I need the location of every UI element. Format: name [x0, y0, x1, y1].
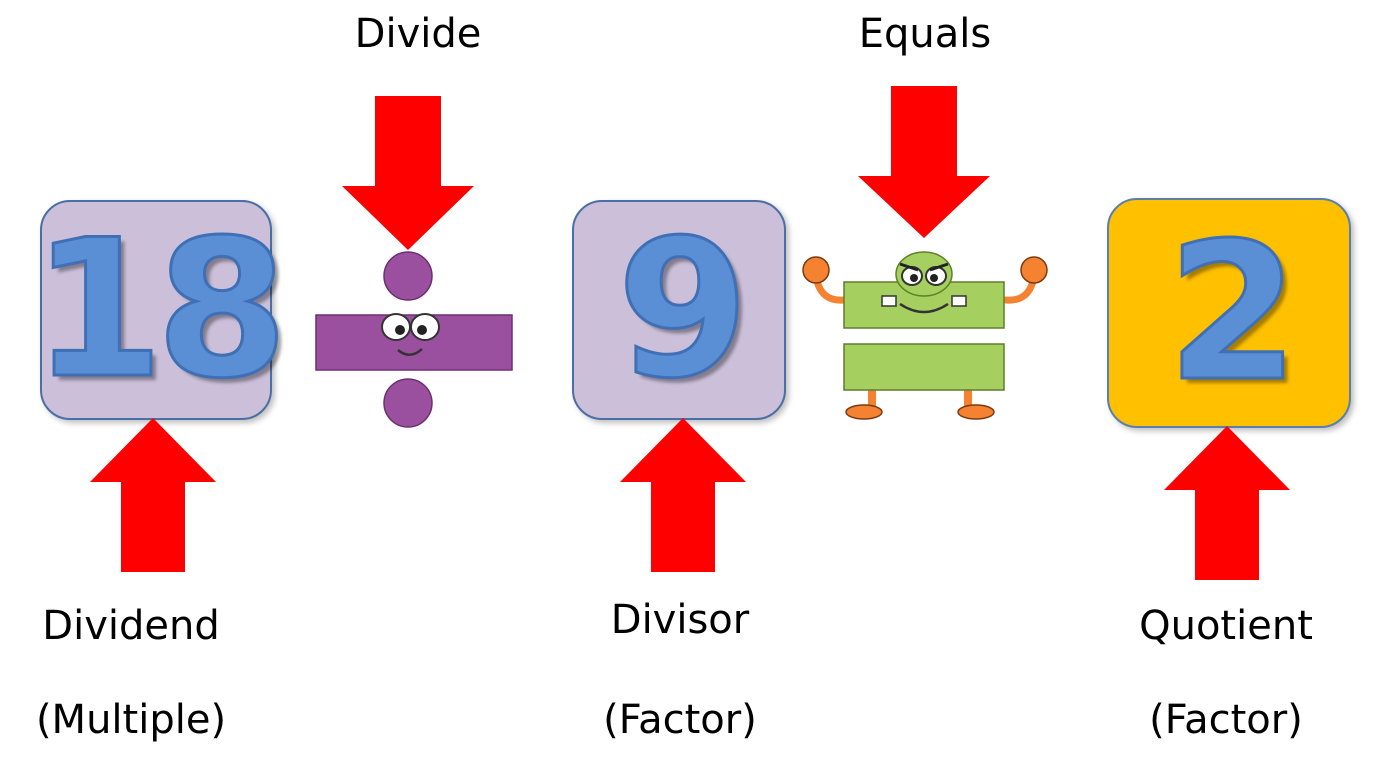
dividend-role-label: (Multiple) — [35, 697, 227, 743]
divide-sign-face-icon — [315, 251, 513, 428]
dividend-number: 18 — [30, 199, 289, 420]
equals-label: Equals — [858, 11, 992, 57]
up-arrow-dividend-icon — [90, 418, 216, 572]
dividend-term-label: Dividend — [42, 603, 220, 649]
up-arrow-divisor-icon — [620, 418, 746, 572]
quotient-number: 2 — [1165, 202, 1300, 423]
down-arrow-equals-icon — [858, 86, 990, 238]
dividend-box: 18 — [30, 200, 290, 420]
divide-label: Divide — [354, 11, 482, 57]
divisor-role-label: (Factor) — [603, 697, 757, 743]
divisor-box: 9 — [572, 200, 786, 420]
quotient-box: 2 — [1107, 198, 1351, 428]
divisor-number: 9 — [615, 199, 750, 420]
equals-sign-monster-icon — [802, 251, 1048, 420]
quotient-term-label: Quotient — [1139, 603, 1313, 649]
up-arrow-quotient-icon — [1164, 426, 1290, 580]
quotient-role-label: (Factor) — [1149, 697, 1303, 743]
down-arrow-divide-icon — [342, 96, 474, 250]
divisor-term-label: Divisor — [610, 597, 750, 643]
